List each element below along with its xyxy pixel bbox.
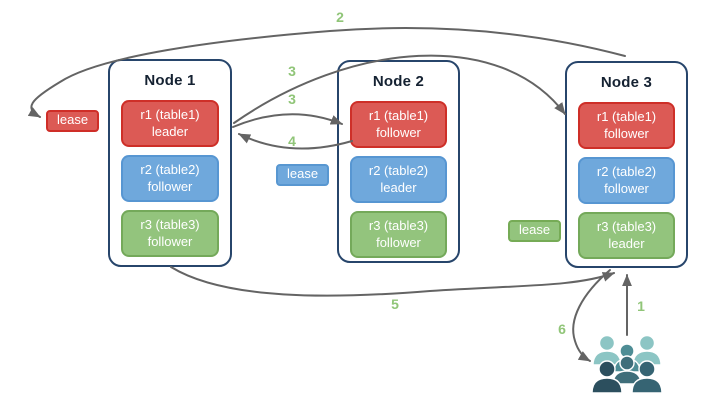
replica-name: r1 (table1) xyxy=(596,109,657,125)
arrow-step-3-leader-to-node2-follower xyxy=(232,113,343,128)
node-1: Node 1 r1 (table1) leader r2 (table2) fo… xyxy=(108,59,232,267)
node-1-replica-r1: r1 (table1) leader xyxy=(121,100,219,147)
node-2-replica-r3: r3 (table3) follower xyxy=(350,211,447,258)
replica-role: follower xyxy=(376,234,421,250)
node-3: Node 3 r1 (table1) follower r2 (table2) … xyxy=(565,61,688,268)
replica-name: r1 (table1) xyxy=(368,108,429,124)
node-1-replica-r2: r2 (table2) follower xyxy=(121,155,219,202)
node-2: Node 2 r1 (table1) follower r2 (table2) … xyxy=(337,60,460,263)
replica-role: follower xyxy=(604,180,649,196)
node-1-title: Node 1 xyxy=(144,72,196,89)
step-label-6: 6 xyxy=(558,321,566,337)
person-front-center-icon xyxy=(612,355,642,385)
step-label-4: 4 xyxy=(288,133,296,149)
replica-role: leader xyxy=(151,123,189,139)
node-3-replica-r3: r3 (table3) leader xyxy=(578,212,675,259)
lease-badge-table1: lease xyxy=(46,110,100,132)
replica-name: r3 (table3) xyxy=(596,219,657,235)
node-2-title: Node 2 xyxy=(372,73,425,90)
step-label-2: 2 xyxy=(336,9,344,25)
node-2-replica-r1: r1 (table1) follower xyxy=(350,101,447,148)
person-front-left-icon xyxy=(592,360,623,394)
replica-role: follower xyxy=(604,125,649,141)
replica-name: r2 (table2) xyxy=(140,162,200,178)
users-icon xyxy=(592,334,663,394)
replica-role: follower xyxy=(147,178,193,194)
node-3-replica-r2: r2 (table2) follower xyxy=(578,157,675,204)
lease-badge-table2: lease xyxy=(276,164,330,186)
person-front-right-icon xyxy=(631,360,663,394)
step-label-1: 1 xyxy=(637,298,645,314)
replica-name: r1 (table1) xyxy=(140,107,200,123)
node-1-replica-r3: r3 (table3) follower xyxy=(121,210,219,257)
person-back-right-icon xyxy=(632,334,662,366)
step-label-3a: 3 xyxy=(288,63,296,79)
node-2-replica-r2: r2 (table2) leader xyxy=(350,156,447,203)
replica-name: r2 (table2) xyxy=(368,163,429,179)
replica-role: leader xyxy=(380,179,417,195)
replica-name: r3 (table3) xyxy=(368,218,429,234)
replica-name: r3 (table3) xyxy=(140,217,200,233)
step-label-3b: 3 xyxy=(288,91,296,107)
node-3-title: Node 3 xyxy=(600,74,653,91)
replica-name: r2 (table2) xyxy=(596,164,657,180)
replica-role: follower xyxy=(147,233,193,249)
replica-role: leader xyxy=(608,235,645,251)
arrow-step-5-node1-to-node3 xyxy=(170,266,615,297)
lease-badge-table3: lease xyxy=(508,220,562,242)
node-3-replica-r1: r1 (table1) follower xyxy=(578,102,675,149)
replica-role: follower xyxy=(376,124,421,140)
step-label-5: 5 xyxy=(391,296,399,312)
